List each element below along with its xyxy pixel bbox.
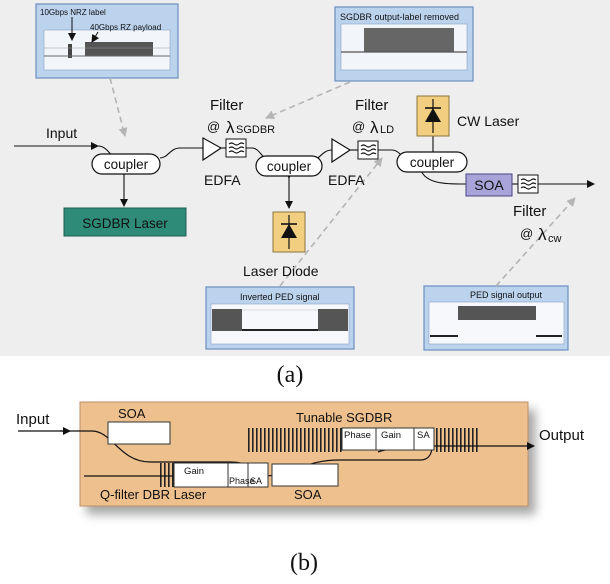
payload-trace [85, 42, 153, 56]
caption-a: (a) [277, 362, 304, 388]
sgdbr-sections: Phase Gain SA [341, 427, 435, 451]
qfilter-gain-label: Gain [184, 466, 204, 477]
inset-input-spectrum: 10Gbps NRZ label 40Gbps RZ payload [35, 3, 179, 79]
caption-b: (b) [290, 550, 318, 576]
qfilter-phase-label: Phase [229, 476, 255, 486]
filter-1-at: @ [207, 119, 220, 134]
filter-2: Filter @ λ LD [352, 97, 394, 160]
filter-icon [520, 178, 537, 190]
coupler-2-label: coupler [267, 159, 312, 174]
edfa-1-label: EDFA [204, 172, 241, 188]
inset-title-sgdbr-output: SGDBR output-label removed [340, 12, 459, 22]
inset-title-ped-output: PED signal output [470, 290, 543, 300]
soa-bottom-label: SOA [294, 487, 322, 502]
laser-diode-label: Laser Diode [243, 263, 319, 279]
input-label-b: Input [16, 411, 50, 428]
label-trace [68, 44, 72, 58]
sgdbr-output-trace [364, 28, 454, 52]
coupler-1: coupler [91, 153, 161, 175]
soa-a-label: SOA [474, 177, 504, 193]
sgdbr-laser-label: SGDBR Laser [82, 216, 168, 231]
filter-1-sub: SGDBR [236, 124, 275, 136]
amplifier-icon [202, 136, 223, 162]
amplifier-icon [331, 137, 352, 164]
edfa-2: EDFA [328, 137, 365, 188]
edfa-1: EDFA [202, 136, 241, 188]
qfilter-sections: Gain Phase SA [173, 462, 269, 488]
soa-top: SOA [107, 406, 171, 445]
diode-icon [281, 224, 297, 238]
coupler-3-label: coupler [410, 155, 455, 170]
filter-2-word: Filter [355, 97, 388, 114]
input-label-a: Input [46, 125, 77, 141]
sgdbr-sa-label: SA [417, 430, 430, 441]
filter-3: Filter @ λ cw [513, 174, 562, 245]
gratings [160, 428, 480, 487]
coupler-1-label: coupler [104, 157, 149, 172]
filter-1-lambda: λ [226, 118, 235, 137]
filter-icon [228, 142, 245, 154]
filter-3-lambda: λ [538, 225, 547, 244]
cw-laser-label: CW Laser [457, 113, 520, 129]
filter-2-lambda: λ [370, 118, 379, 137]
inset-pointer-arrows [109, 77, 576, 287]
qfilter-dbr-label: Q-filter DBR Laser [100, 487, 207, 502]
inset-sgdbr-output: SGDBR output-label removed [334, 6, 474, 82]
cw-laser: CW Laser [416, 95, 520, 137]
soa-a: SOA [465, 173, 513, 197]
chip-body [79, 401, 529, 507]
filter-icon [360, 144, 377, 156]
coupler-2: coupler [255, 155, 323, 177]
diode-icon [425, 108, 441, 122]
filter-3-sub: cw [548, 233, 562, 245]
tunable-sgdbr-label: Tunable SGDBR [296, 410, 392, 425]
filter-1-word: Filter [210, 97, 243, 114]
filter-2-at: @ [352, 119, 365, 134]
laser-diode: Laser Diode [243, 211, 319, 279]
sgdbr-phase-label: Phase [344, 430, 371, 441]
soa-top-label: SOA [118, 406, 146, 421]
inset-ped-output: PED signal output [423, 285, 569, 351]
output-label-b: Output [539, 427, 585, 444]
filter-1: Filter @ λ SGDBR [207, 97, 275, 158]
inset-label-10g: 10Gbps NRZ label [40, 8, 106, 17]
edfa-2-label: EDFA [328, 172, 365, 188]
filter-2-sub: LD [380, 124, 394, 136]
qfilter-sa-label: SA [250, 476, 262, 486]
bidirectional-links [120, 168, 293, 209]
inset-inverted-ped: Inverted PED signal [205, 286, 355, 350]
sgdbr-gain-label: Gain [381, 430, 401, 441]
filter-3-at: @ [520, 226, 533, 241]
inset-label-40g: 40Gbps RZ payload [90, 23, 161, 32]
coupler-3: coupler [396, 151, 468, 173]
filter-3-word: Filter [513, 203, 546, 220]
soa-bottom: SOA [271, 463, 339, 502]
sgdbr-laser-box: SGDBR Laser [63, 207, 187, 237]
inset-title-inverted-ped: Inverted PED signal [240, 292, 320, 302]
